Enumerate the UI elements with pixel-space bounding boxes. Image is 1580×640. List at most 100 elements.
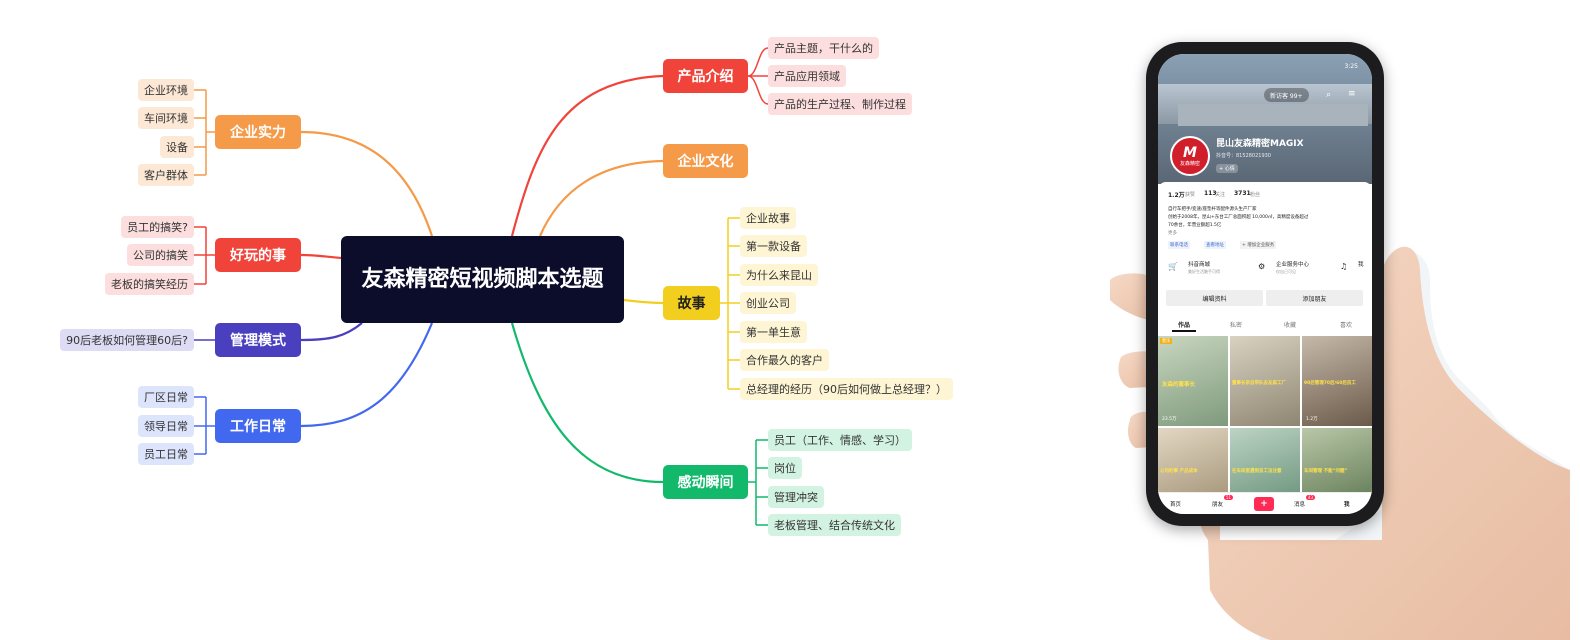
service-shop-title[interactable]: 抖音商城: [1188, 262, 1211, 268]
status-time: 3:25: [1344, 63, 1358, 70]
tab-works[interactable]: 作品: [1178, 322, 1191, 329]
leaf-story-3[interactable]: 为什么来昆山: [740, 264, 818, 286]
music-icon: ♫: [1340, 262, 1348, 271]
nav-friends[interactable]: 朋友: [1212, 502, 1224, 508]
tag-add-service[interactable]: + 增加企业服务: [1240, 241, 1277, 249]
video-thumb-3-views: 1.2万: [1306, 417, 1318, 422]
leaf-strength-2[interactable]: 车间环境: [138, 107, 194, 129]
branch-fun[interactable]: 好玩的事: [215, 238, 301, 272]
leaf-story-7[interactable]: 总经理的经历（90后如何做上总经理？）: [740, 378, 953, 400]
branch-strength[interactable]: 企业实力: [215, 115, 301, 149]
pinned-badge: 置顶: [1160, 338, 1172, 344]
service-shop-sub: 美好生活触手可得: [1188, 269, 1220, 274]
leaf-product-1[interactable]: 产品主题，干什么的: [768, 37, 879, 59]
leaf-daily-1[interactable]: 厂区日常: [138, 386, 194, 408]
services-row: 🛒 抖音商城 美好生活触手可得 ⚙ 企业服务中心 仅自己可见 ♫ 我: [1164, 256, 1366, 282]
nav-home[interactable]: 首页: [1170, 502, 1182, 508]
leaf-story-1[interactable]: 企业故事: [740, 207, 796, 229]
following-count: 113: [1204, 190, 1217, 197]
bio-line-1: 自行车把手/变速/座垫杆等配件源头生产厂家: [1168, 207, 1257, 212]
nav-create-button[interactable]: +: [1254, 497, 1274, 511]
plus-icon: +: [1260, 498, 1268, 509]
leaf-story-2[interactable]: 第一款设备: [740, 235, 807, 257]
douyin-id: 抖音号：81528021930: [1216, 153, 1271, 159]
add-friend-button[interactable]: 添加朋友: [1266, 290, 1363, 306]
service-me-title[interactable]: 我: [1358, 262, 1364, 268]
nav-messages-badge: 43: [1306, 495, 1316, 500]
video-thumb-1-caption: 友森的董事长: [1162, 382, 1196, 388]
account-name: 昆山友森精密MAGIX: [1216, 139, 1304, 149]
branch-management[interactable]: 管理模式: [215, 323, 301, 357]
branch-moving[interactable]: 感动瞬间: [663, 465, 748, 499]
video-thumb-1-views: 23.5万: [1162, 417, 1177, 422]
leaf-fun-3[interactable]: 老板的搞笑经历: [105, 273, 194, 295]
leaf-daily-2[interactable]: 领导日常: [138, 415, 194, 437]
mindmap-root[interactable]: 友森精密短视频脚本选题: [341, 236, 624, 323]
avatar[interactable]: M 友森精密: [1170, 136, 1210, 176]
followers-count: 3731: [1234, 190, 1251, 197]
edit-profile-button[interactable]: 编辑资料: [1166, 290, 1263, 306]
nav-me[interactable]: 我: [1344, 502, 1350, 508]
leaf-story-6[interactable]: 合作最久的客户: [740, 349, 829, 371]
leaf-strength-1[interactable]: 企业环境: [138, 79, 194, 101]
leaf-moving-1[interactable]: 员工（工作、情感、学习）: [768, 429, 912, 451]
likes-label: 获赞: [1185, 192, 1196, 198]
branch-culture[interactable]: 企业文化: [663, 144, 748, 178]
leaf-moving-2[interactable]: 岗位: [768, 457, 802, 479]
leaf-fun-1[interactable]: 员工的搞笑?: [121, 216, 194, 238]
add-mood-tag[interactable]: + 心情: [1216, 164, 1238, 173]
search-icon[interactable]: ⌕: [1326, 90, 1332, 100]
branch-product[interactable]: 产品介绍: [663, 59, 748, 93]
shop-icon: 🛒: [1168, 262, 1178, 271]
service-center-icon: ⚙: [1258, 262, 1266, 271]
leaf-story-5[interactable]: 第一单生意: [740, 321, 807, 343]
following-label: 关注: [1215, 192, 1226, 198]
tab-private[interactable]: 私密: [1230, 322, 1243, 329]
leaf-story-4[interactable]: 创业公司: [740, 292, 796, 314]
mindmap-connectors: [194, 47, 769, 526]
add-friend-label: 添加朋友: [1302, 295, 1327, 303]
leaf-moving-4[interactable]: 老板管理、结合传统文化: [768, 514, 901, 536]
tab-favorites[interactable]: 收藏: [1284, 322, 1297, 329]
bottom-nav: 首页 朋友 51 + 消息 43 我: [1158, 492, 1372, 514]
nav-messages[interactable]: 消息: [1294, 502, 1306, 508]
followers-label: 粉丝: [1250, 192, 1261, 198]
likes-count: 1.2万: [1168, 192, 1185, 199]
visitors-label: 新访客 99+: [1270, 92, 1303, 100]
tab-active-indicator: [1172, 330, 1196, 332]
video-thumb-2-caption: 董事长亲自带队去友森工厂: [1232, 381, 1286, 386]
tag-phone[interactable]: 联系电话: [1168, 241, 1190, 249]
bio-more[interactable]: 更多: [1168, 231, 1177, 236]
leaf-strength-3[interactable]: 设备: [160, 136, 194, 158]
phone-mockup: 3:25 新访客 99+ ⌕ ≡ M 友森精密 昆山友森精密MAGIX 抖音号：…: [1080, 30, 1580, 640]
leaf-fun-2[interactable]: 公司的搞笑: [127, 244, 194, 266]
branch-daily[interactable]: 工作日常: [215, 409, 301, 443]
leaf-strength-4[interactable]: 客户群体: [138, 164, 194, 186]
video-thumb-5-caption: 在车间里遇到员工没注意: [1232, 469, 1282, 474]
service-center-title[interactable]: 企业服务中心: [1276, 262, 1310, 268]
leaf-product-3[interactable]: 产品的生产过程、制作过程: [768, 93, 912, 115]
visitors-pill[interactable]: 新访客 99+: [1264, 88, 1309, 102]
leaf-daily-3[interactable]: 员工日常: [138, 443, 194, 465]
edit-profile-label: 编辑资料: [1202, 295, 1227, 303]
phone-screen: 3:25 新访客 99+ ⌕ ≡ M 友森精密 昆山友森精密MAGIX 抖音号：…: [1158, 54, 1372, 514]
menu-icon[interactable]: ≡: [1348, 89, 1356, 99]
bio-line-2: 创始于2008年，昆山+东台工厂总面积超 10,000㎡，高精度设备超过: [1168, 215, 1309, 220]
nav-friends-badge: 51: [1224, 495, 1234, 500]
magix-logo-icon: M: [1183, 144, 1197, 161]
leaf-management-1[interactable]: 90后老板如何管理60后?: [60, 329, 194, 351]
video-thumb-4-caption: 公司的事 产品成本: [1160, 469, 1198, 474]
branch-story[interactable]: 故事: [663, 286, 720, 320]
tag-address[interactable]: 查看地址: [1204, 241, 1226, 249]
video-thumb-2[interactable]: 董事长亲自带队去友森工厂: [1230, 336, 1300, 426]
avatar-logo-text: 友森精密: [1179, 160, 1200, 167]
video-thumb-3[interactable]: 90后管理70后/60后员工 1.2万: [1302, 336, 1372, 426]
video-thumb-6-caption: 车间管理 不能“问题”: [1304, 469, 1348, 474]
leaf-product-2[interactable]: 产品应用领域: [768, 65, 846, 87]
video-thumb-1[interactable]: 置顶 友森的董事长 23.5万: [1158, 336, 1228, 426]
phone-body: 3:25 新访客 99+ ⌕ ≡ M 友森精密 昆山友森精密MAGIX 抖音号：…: [1146, 42, 1384, 526]
leaf-moving-3[interactable]: 管理冲突: [768, 486, 824, 508]
tab-likes[interactable]: 喜欢: [1340, 322, 1353, 329]
profile-header-photo: [1158, 54, 1372, 184]
